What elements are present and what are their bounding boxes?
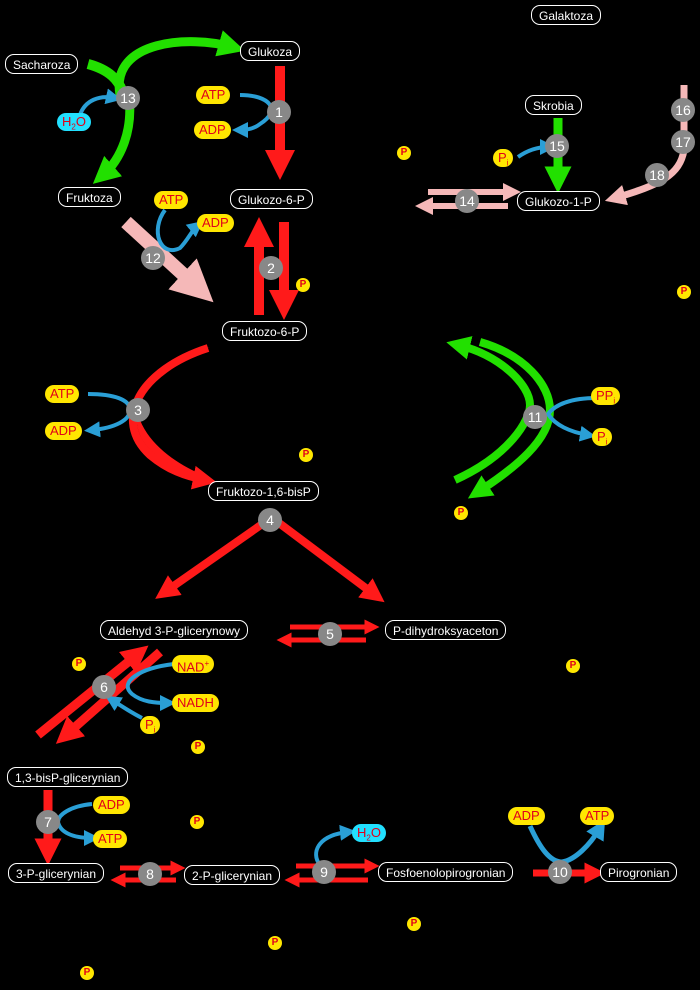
step-5: 5 <box>318 622 342 646</box>
arrow-3-atp-adp <box>84 392 133 438</box>
cofactor-adp-1: ADP <box>194 121 231 139</box>
step-3: 3 <box>126 398 150 422</box>
phosphate-marker: P <box>299 448 313 462</box>
metabolite-glukoza: Glukoza <box>240 41 301 61</box>
cofactor-pi-6: Pi <box>140 716 161 735</box>
cofactor-h2o-9: H2O <box>352 824 386 843</box>
step-17: 17 <box>671 130 695 154</box>
cofactor-atp-10: ATP <box>580 807 615 825</box>
step-9: 9 <box>312 860 336 884</box>
metabolite-aldehyd: Aldehyd 3-P-glicerynowy <box>100 620 249 640</box>
phosphate-marker: P <box>191 740 205 754</box>
phosphate-marker: P <box>190 815 204 829</box>
cofactor-pi-15: Pi <box>493 149 514 168</box>
phosphate-marker: P <box>397 146 411 160</box>
metabolite-sacharoza: Sacharoza <box>5 54 79 74</box>
metabolite-galaktoza: Galaktoza <box>531 5 602 25</box>
cofactor-atp-3: ATP <box>45 385 80 403</box>
cofactor-atp-12: ATP <box>154 191 189 209</box>
arrow-3-line <box>128 344 217 490</box>
cofactor-nad: NAD+ <box>172 655 215 674</box>
arrow-6-up <box>35 645 149 739</box>
arrow-12-atp-adp <box>155 208 204 252</box>
metabolite-fruktozo-16bisp: Fruktozo-1,6-bisP <box>208 481 319 501</box>
metabolite-fruktozo-6p: Fruktozo-6-P <box>222 321 308 341</box>
metabolite-glukozo-6p: Glukozo-6-P <box>230 189 313 209</box>
step-4: 4 <box>258 508 282 532</box>
arrow-1-atp-adp <box>232 93 274 138</box>
step-7: 7 <box>36 810 60 834</box>
arrow-15-pi <box>516 139 556 159</box>
phosphate-marker: P <box>296 278 310 292</box>
arrow-7-adp-atp <box>55 802 100 846</box>
arrow-6-nad <box>125 662 176 711</box>
metabolite-skrobia: Skrobia <box>525 95 582 115</box>
step-1: 1 <box>267 100 291 124</box>
step-2: 2 <box>259 256 283 280</box>
cofactor-adp-3: ADP <box>45 422 82 440</box>
step-10: 10 <box>548 860 572 884</box>
cofactor-ppi-11: PPi <box>591 387 621 406</box>
step-14: 14 <box>455 189 479 213</box>
arrow-4-right <box>272 516 385 603</box>
phosphate-marker: P <box>677 285 691 299</box>
cofactor-adp-10: ADP <box>508 807 545 825</box>
cofactor-adp-12: ADP <box>197 214 234 232</box>
cofactor-adp-7: ADP <box>93 796 130 814</box>
arrow-13-sacharoza <box>86 59 128 95</box>
metabolite-fosfoenolopirogronian: Fosfoenolopirogronian <box>378 862 514 882</box>
cofactor-atp-7: ATP <box>93 830 128 848</box>
phosphate-marker: P <box>407 917 421 931</box>
arrow-6-pi <box>105 695 143 720</box>
arrow-h2o-13 <box>78 88 122 116</box>
metabolite-fruktoza: Fruktoza <box>58 187 121 207</box>
cofactor-pi-11: Pi <box>592 428 613 447</box>
cofactor-atp-1: ATP <box>196 86 231 104</box>
step-13: 13 <box>116 86 140 110</box>
step-18: 18 <box>645 163 669 187</box>
step-12: 12 <box>141 246 165 270</box>
cofactor-nadh: NADH <box>172 694 219 712</box>
step-15: 15 <box>545 134 569 158</box>
phosphate-marker: P <box>454 506 468 520</box>
metabolite-bisp-glicerynian: 1,3-bisP-glicerynian <box>7 767 129 787</box>
metabolite-dihydroksyaceton: P-dihydroksyaceton <box>385 620 507 640</box>
step-8: 8 <box>138 862 162 886</box>
phosphate-marker: P <box>80 966 94 980</box>
step-6: 6 <box>92 675 116 699</box>
arrow-11-ppi-pi <box>545 396 598 442</box>
phosphate-marker: P <box>268 936 282 950</box>
metabolite-glukozo-1p: Glukozo-1-P <box>517 191 600 211</box>
metabolite-pirogronian: Pirogronian <box>600 862 678 882</box>
arrow-9-h2o <box>314 824 356 863</box>
phosphate-marker: P <box>566 659 580 673</box>
metabolite-glicerynian-3p: 3-P-glicerynian <box>8 863 105 883</box>
step-11: 11 <box>523 405 547 429</box>
arrow-4-left <box>155 516 271 599</box>
phosphate-marker: P <box>72 657 86 671</box>
step-16: 16 <box>671 98 695 122</box>
cofactor-h2o: H2O <box>57 113 91 132</box>
metabolite-glicerynian-2p: 2-P-glicerynian <box>184 865 281 885</box>
arrow-10-adp-atp <box>527 819 606 865</box>
